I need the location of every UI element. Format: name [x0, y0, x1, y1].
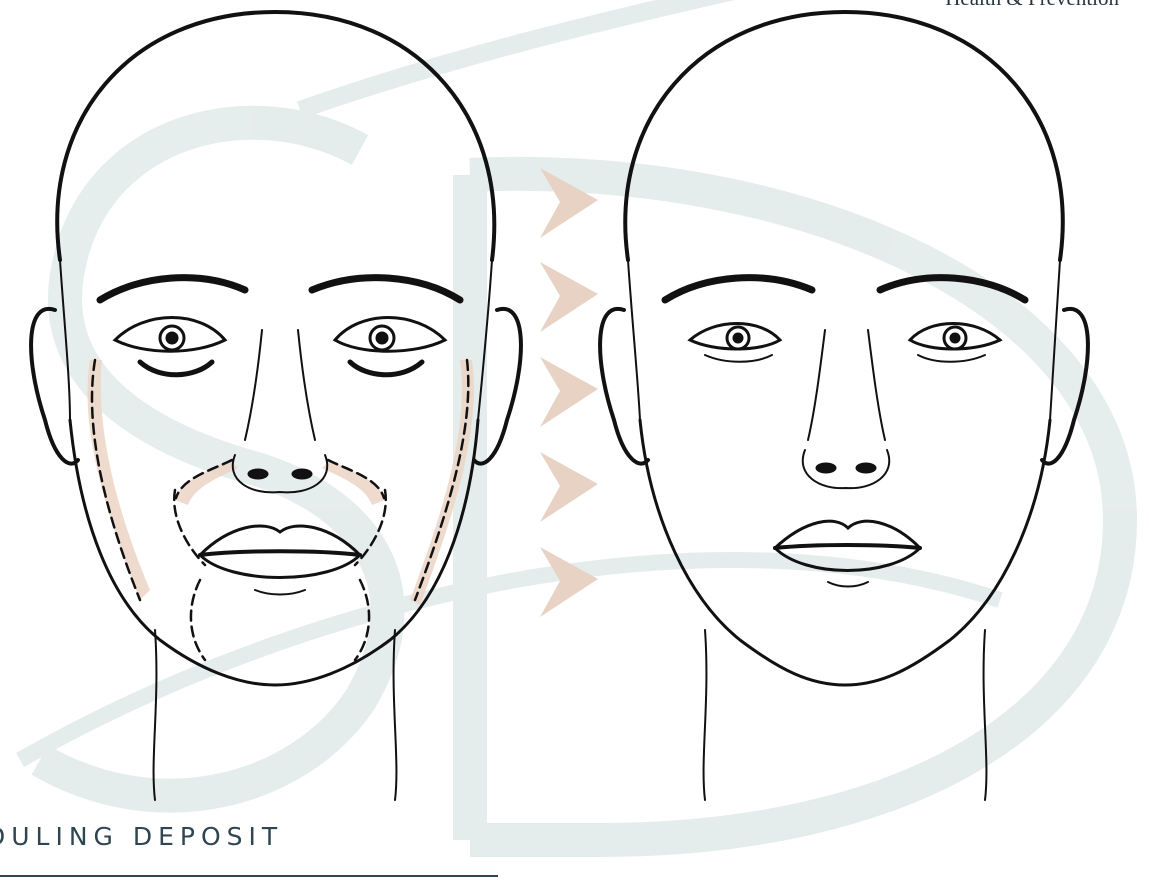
arrow-icon — [540, 262, 598, 332]
tagline-text: Health & Prevention — [945, 0, 1119, 11]
caption-underline — [0, 875, 498, 877]
arrow-icon — [540, 452, 598, 522]
after-face — [600, 12, 1088, 800]
transition-arrows — [540, 168, 598, 617]
watermark-monogram — [20, 0, 1120, 840]
section-caption: DULING DEPOSIT — [0, 822, 283, 851]
arrow-icon — [540, 357, 598, 427]
